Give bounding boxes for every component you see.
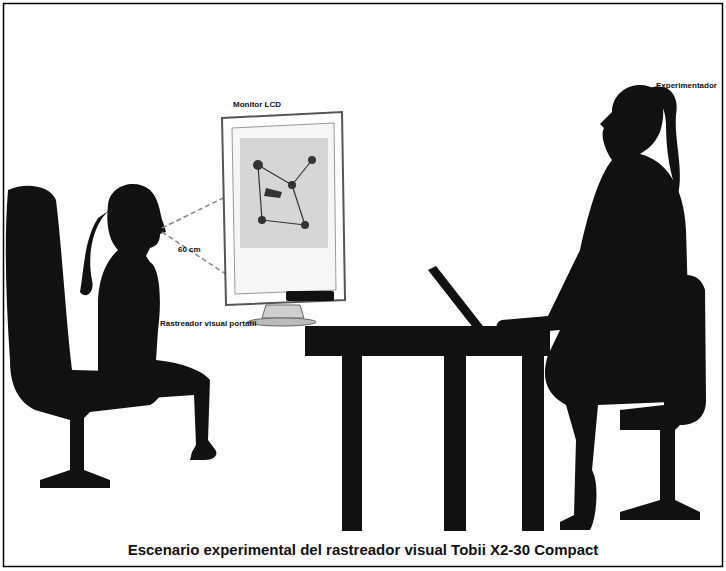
desk bbox=[305, 326, 550, 531]
monitor-label: Monitor LCD bbox=[233, 101, 281, 110]
device-label: Rastreador visual portátil bbox=[160, 320, 256, 329]
person-label: Experimentador bbox=[656, 82, 717, 91]
dimension-label: 60 cm bbox=[178, 246, 201, 255]
figure-caption: Escenario experimental del rastreador vi… bbox=[128, 542, 599, 559]
frame bbox=[4, 4, 723, 567]
experimenter-silhouette bbox=[496, 85, 688, 530]
lcd-monitor bbox=[222, 112, 345, 326]
eye-tracker-bar bbox=[286, 291, 334, 301]
